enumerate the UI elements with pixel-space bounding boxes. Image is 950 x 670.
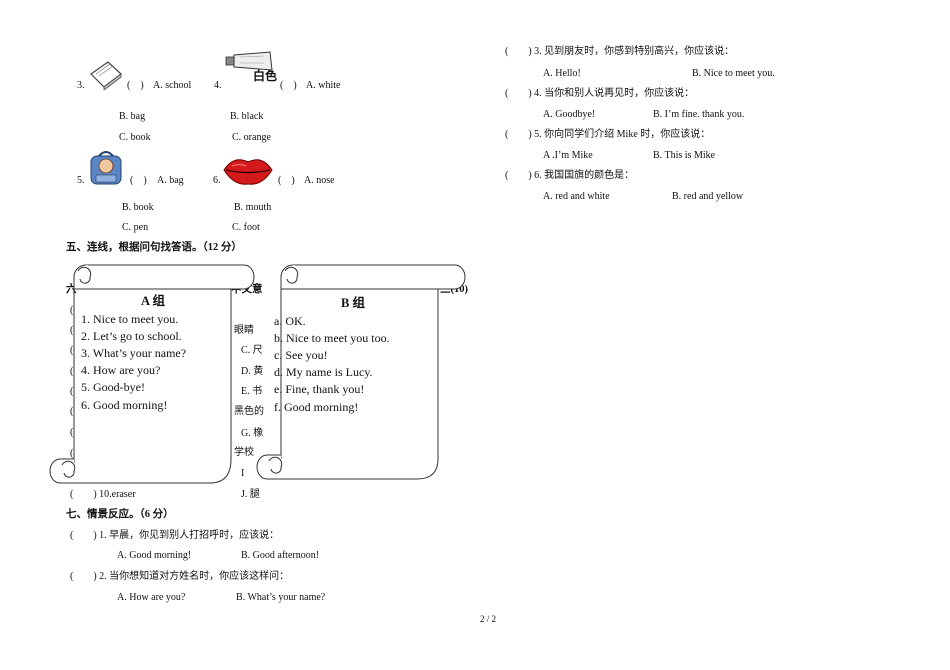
- mouth-lips-icon: [223, 159, 273, 185]
- q5-number: 5.: [77, 175, 85, 186]
- q4-option-c: C. orange: [232, 132, 271, 143]
- section6-left-fragment: (: [70, 427, 74, 438]
- section6-heading-mid: 中文意: [231, 284, 263, 295]
- q6-number: 6.: [213, 175, 221, 186]
- q5-option-b: B. book: [122, 202, 154, 213]
- section6-left-fragment: (: [70, 305, 74, 316]
- section7-q1-option-b: B. Good afternoon!: [241, 550, 320, 561]
- section7-q5-option-a: A .I’m Mike: [543, 150, 593, 161]
- group-a-item[interactable]: 6. Good morning!: [81, 398, 168, 412]
- section7-q3-option-a: A. Hello!: [543, 68, 581, 79]
- page-number: 2 / 2: [480, 614, 497, 624]
- section7-heading: 七、情景反应。（6 分）: [66, 509, 174, 520]
- section6-q10[interactable]: ( ) 10.eraser: [70, 489, 136, 500]
- section6-left-fragment: (: [70, 325, 74, 336]
- section7-q6-option-b: B. red and yellow: [672, 191, 744, 202]
- section6-left-fragment: (: [70, 345, 74, 356]
- q6-paren[interactable]: ( ): [278, 175, 295, 186]
- section6-right-fragment: 眼睛: [234, 325, 254, 336]
- section7-q2-option-b: B. What’s your name?: [236, 592, 326, 603]
- section6-right-fragment: G. 橡: [241, 428, 264, 439]
- group-b-item[interactable]: d. My name is Lucy.: [274, 365, 373, 379]
- q3-option-c: C. book: [119, 132, 151, 143]
- group-b-item[interactable]: b. Nice to meet you too.: [274, 331, 390, 345]
- q6-option-b: B. mouth: [234, 202, 272, 213]
- section7-q1-stem[interactable]: ( ) 1. 早晨，你见到别人打招呼时，应该说：: [70, 530, 280, 541]
- group-b-item[interactable]: e. Fine, thank you!: [274, 382, 365, 396]
- q4-option-b: B. black: [230, 111, 264, 122]
- section6-right-fragment: E. 书: [241, 386, 263, 397]
- section6-left-fragment: (: [70, 448, 74, 459]
- q3-option-a: A. school: [153, 80, 192, 91]
- paint-tube-icon: [225, 51, 273, 71]
- section7-q4-option-a: A. Goodbye!: [543, 109, 596, 120]
- q5-option-a: A. bag: [157, 175, 184, 186]
- section6-right-fragment: C. 尺: [241, 345, 263, 356]
- group-b-item[interactable]: a. OK.: [274, 314, 306, 328]
- q4-option-a: A. white: [306, 80, 341, 91]
- q6-option-c: C. foot: [232, 222, 260, 233]
- section7-q2-option-a: A. How are you?: [117, 592, 186, 603]
- section7-q4-stem[interactable]: ( ) 4. 当你和别人说再见时，你应该说：: [505, 88, 695, 99]
- section5-heading: 五、连线，根据问句找答语。（12 分）: [66, 242, 242, 253]
- group-b-item[interactable]: c. See you!: [274, 348, 328, 362]
- section7-q2-stem[interactable]: ( ) 2. 当你想知道对方姓名时，你应该这样问：: [70, 571, 290, 582]
- q6-option-a: A. nose: [304, 175, 335, 186]
- section7-q5-option-b: B. This is Mike: [653, 150, 716, 161]
- group-b-title: B 组: [341, 296, 365, 310]
- section6-right-fragment: 学校: [234, 447, 254, 458]
- group-b-item[interactable]: f. Good morning!: [274, 400, 359, 414]
- section6-right-fragment: I: [241, 468, 245, 479]
- q3-paren[interactable]: ( ): [127, 80, 144, 91]
- section6-right-fragment: 黑色的: [234, 406, 264, 417]
- group-a-title: A 组: [141, 294, 165, 308]
- section6-heading-start: 六: [66, 284, 77, 295]
- scroll-frame-b: [256, 264, 466, 480]
- section6-left-fragment: (: [70, 406, 74, 417]
- section6-option-j: J. 腿: [241, 489, 260, 500]
- q5-option-c: C. pen: [122, 222, 149, 233]
- q4-paren[interactable]: ( ): [280, 80, 297, 91]
- q3-option-b: B. bag: [119, 111, 146, 122]
- section7-q3-stem[interactable]: ( ) 3. 见到朋友时，你感到特别高兴，你应该说：: [505, 46, 735, 57]
- section7-q4-option-b: B. I’m fine. thank you.: [653, 109, 745, 120]
- group-a-item[interactable]: 5. Good-bye!: [81, 380, 145, 394]
- group-a-item[interactable]: 3. What’s your name?: [81, 346, 187, 360]
- q4-number: 4.: [214, 80, 222, 91]
- section7-q6-stem[interactable]: ( ) 6. 我国国旗的颜色是：: [505, 170, 635, 181]
- section7-q6-option-a: A. red and white: [543, 191, 610, 202]
- group-a-item[interactable]: 4. How are you?: [81, 363, 161, 377]
- section6-left-fragment: (: [70, 366, 74, 377]
- section6-right-fragment: D. 黄: [241, 366, 264, 377]
- q5-paren[interactable]: ( ): [130, 175, 147, 186]
- group-a-item[interactable]: 2. Let’s go to school.: [81, 329, 182, 343]
- q4-picture-label: 白色: [253, 69, 278, 83]
- book-icon: [90, 61, 122, 90]
- section7-q3-option-b: B. Nice to meet you.: [692, 68, 775, 79]
- section7-q1-option-a: A. Good morning!: [117, 550, 192, 561]
- section7-q5-stem[interactable]: ( ) 5. 你向同学们介绍 Mike 时，你应该说：: [505, 129, 711, 140]
- group-a-item[interactable]: 1. Nice to meet you.: [81, 312, 179, 326]
- section6-left-fragment: (: [70, 386, 74, 397]
- scroll-frame-a: [49, 264, 255, 484]
- schoolbag-icon: [90, 151, 122, 185]
- q3-number: 3.: [77, 80, 85, 91]
